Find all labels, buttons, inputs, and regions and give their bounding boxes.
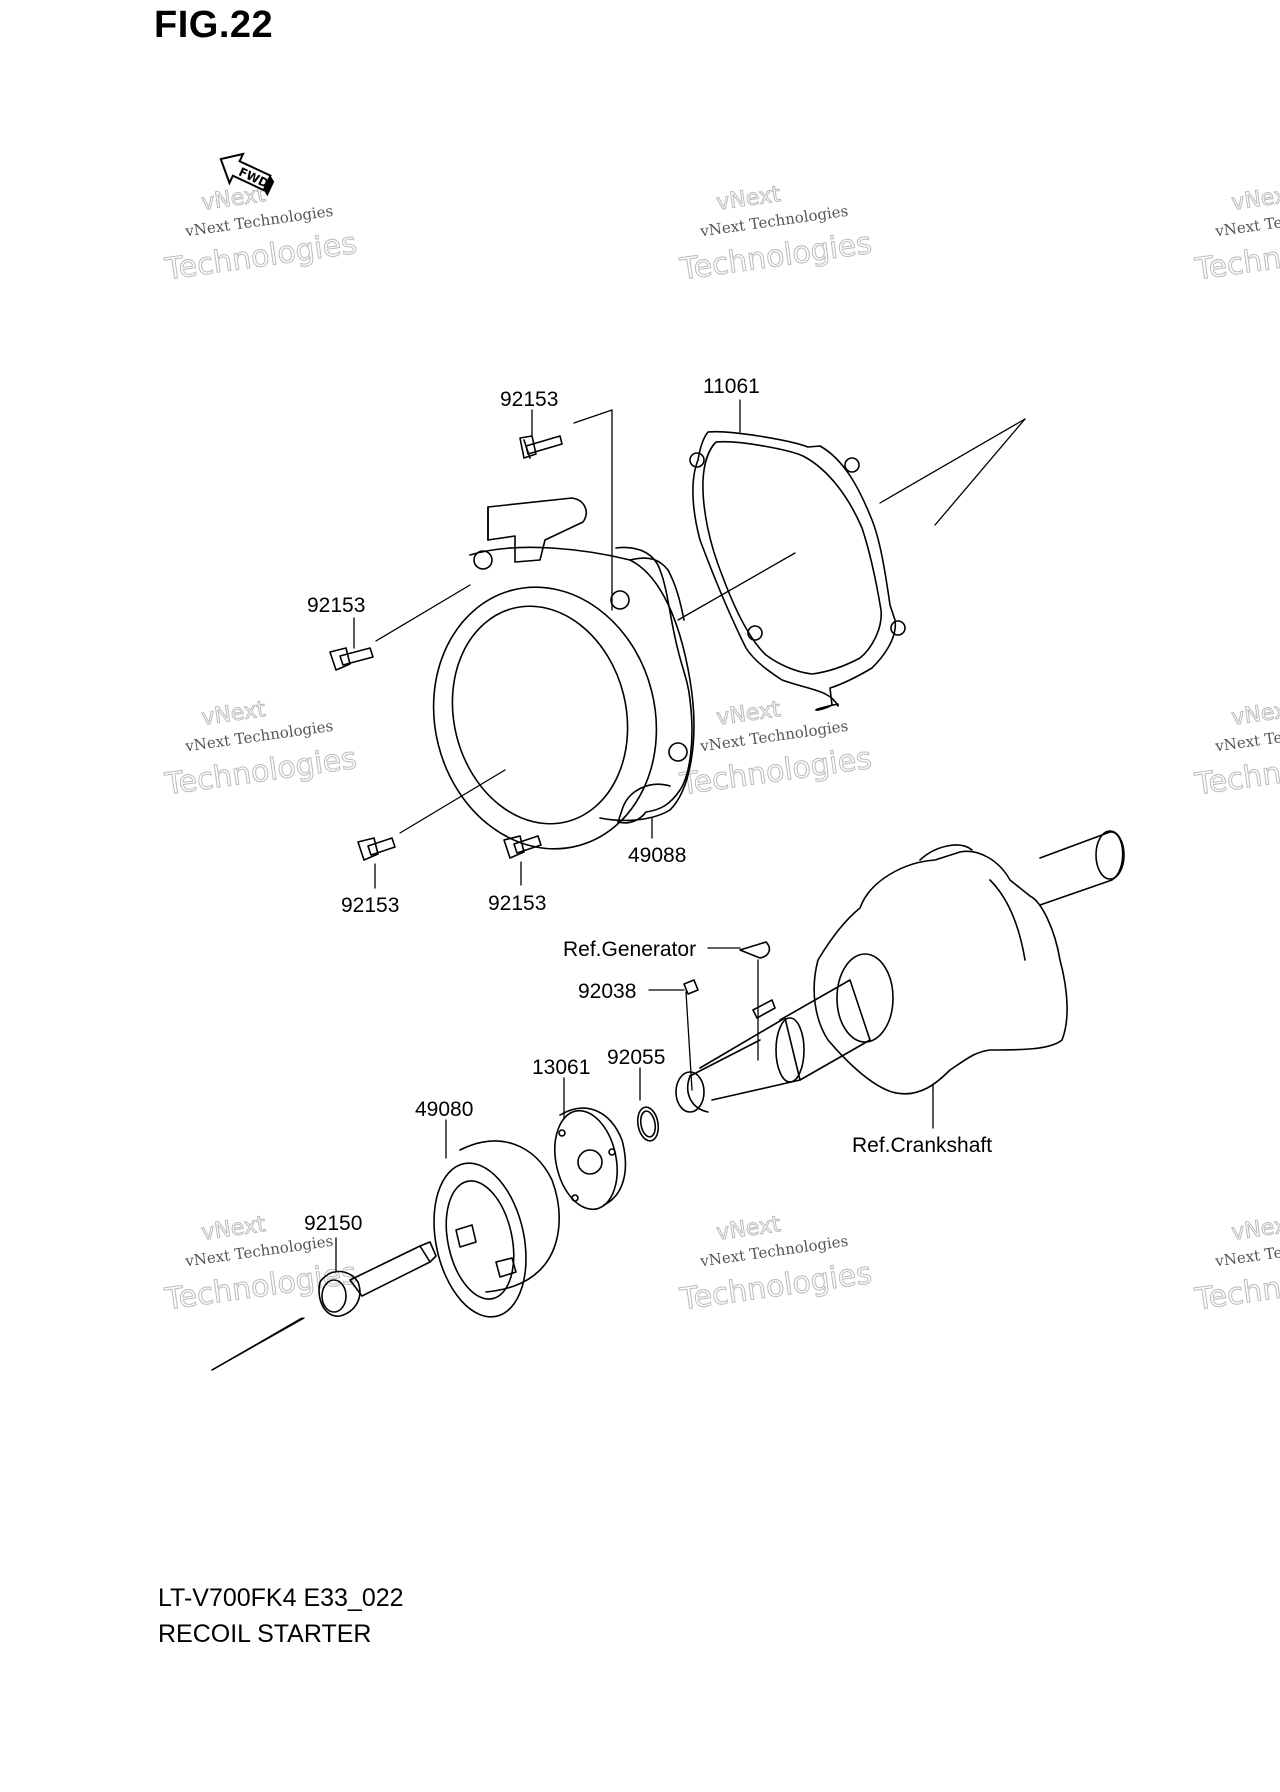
footer-model: LT-V700FK4 E33_022 <box>158 1584 404 1612</box>
label-92038: 92038 <box>578 980 636 1003</box>
label-ref-generator: Ref.Generator <box>563 938 696 961</box>
watermark-vnext: vNext <box>715 182 782 216</box>
label-49088: 49088 <box>628 844 686 867</box>
watermark-vnext: vNext <box>1230 182 1280 216</box>
ratchet-49080 <box>433 1140 560 1318</box>
bolt-92153-bottom-right <box>503 835 542 859</box>
gasket-11061 <box>689 430 906 711</box>
part-labels: 92153 11061 92153 49088 92153 92153 Ref.… <box>304 375 992 1235</box>
figure-title: FIG.22 <box>154 4 274 46</box>
o-ring-92055 <box>636 1106 660 1142</box>
label-92153-left: 92153 <box>307 594 365 617</box>
label-11061: 11061 <box>703 375 760 398</box>
label-92055: 92055 <box>607 1046 665 1069</box>
bolt-92153-top <box>519 435 563 459</box>
label-49080: 49080 <box>415 1098 473 1121</box>
watermark-vnext: vNext <box>715 1212 782 1246</box>
watermark-vnext: vNext <box>715 697 782 731</box>
label-92153-top: 92153 <box>500 388 558 411</box>
footer-name: RECOIL STARTER <box>158 1620 372 1648</box>
crankshaft-assembly <box>675 830 1125 1113</box>
bolt-92150 <box>318 1241 437 1317</box>
label-ref-crankshaft: Ref.Crankshaft <box>852 1134 992 1157</box>
leader-lines <box>335 399 934 1273</box>
watermark-vnext: vNext <box>1230 697 1280 731</box>
watermark-vnext: vNext <box>200 697 267 731</box>
label-92153-bottom-right: 92153 <box>488 892 546 915</box>
bolt-92153-bottom-left <box>357 837 396 861</box>
key-92038 <box>683 979 699 995</box>
label-13061: 13061 <box>532 1056 590 1079</box>
assembly-axis-lines <box>211 409 1026 1371</box>
bolt-92153-left <box>329 647 374 671</box>
watermarks: vNext vNext Technologies Technologies vN… <box>162 182 1280 1319</box>
label-92153-bottom-left: 92153 <box>341 894 399 917</box>
watermark-vnext: vNext <box>200 1212 267 1246</box>
generator-key <box>739 941 771 959</box>
watermark-vnext: vNext <box>1230 1212 1280 1246</box>
pulley-13061 <box>554 1107 627 1211</box>
recoil-starter-49088 <box>432 497 695 850</box>
label-92150: 92150 <box>304 1212 362 1235</box>
